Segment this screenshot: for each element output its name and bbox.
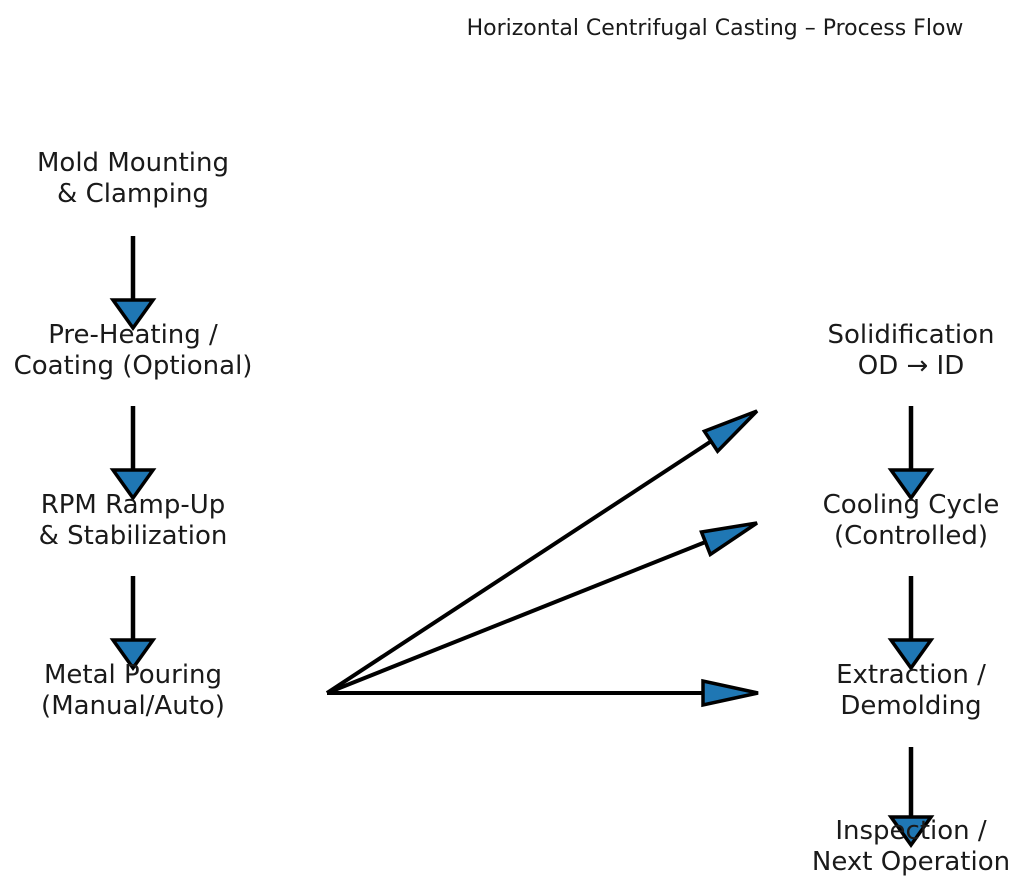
arrow-metal-pouring-to-cooling-cycle [326,521,758,695]
arrow-extraction-to-inspection [887,747,935,849]
node-pre-heating: Pre-Heating / Coating (Optional) [13,320,253,381]
arrowhead-down-icon [887,638,935,672]
arrow-shaft [325,438,715,695]
arrowhead-down-icon [887,468,935,502]
arrowhead-right-icon [701,678,759,708]
node-cooling-cycle: Cooling Cycle (Controlled) [822,490,1000,551]
arrowhead-down-icon [887,815,935,849]
arrowhead-up-right-icon [701,409,759,454]
node-solidification: Solidification OD → ID [827,320,995,381]
arrowhead-down-icon [109,468,157,502]
diagram-title: Horizontal Centrifugal Casting – Process… [466,16,964,41]
arrow-solidification-to-cooling-cycle [887,406,935,502]
arrow-metal-pouring-to-extraction [327,678,759,708]
node-metal-pouring: Metal Pouring (Manual/Auto) [41,660,225,721]
node-mold-mounting: Mold Mounting & Clamping [36,148,230,209]
arrow-rpm-ramp-up-to-metal-pouring [109,576,157,672]
node-rpm-ramp-up: RPM Ramp-Up & Stabilization [38,490,228,551]
node-inspection: Inspection / Next Operation [811,816,1011,877]
arrowhead-down-icon [109,298,157,332]
node-extraction: Extraction / Demolding [836,660,986,721]
arrow-cooling-cycle-to-extraction [887,576,935,672]
arrow-mold-mounting-to-pre-heating [109,236,157,332]
arrowhead-down-icon [109,638,157,672]
arrow-shaft [326,539,709,695]
arrow-metal-pouring-to-solidification [325,409,759,695]
arrowhead-up-right-icon [699,521,758,558]
arrow-pre-heating-to-rpm-ramp-up [109,406,157,502]
